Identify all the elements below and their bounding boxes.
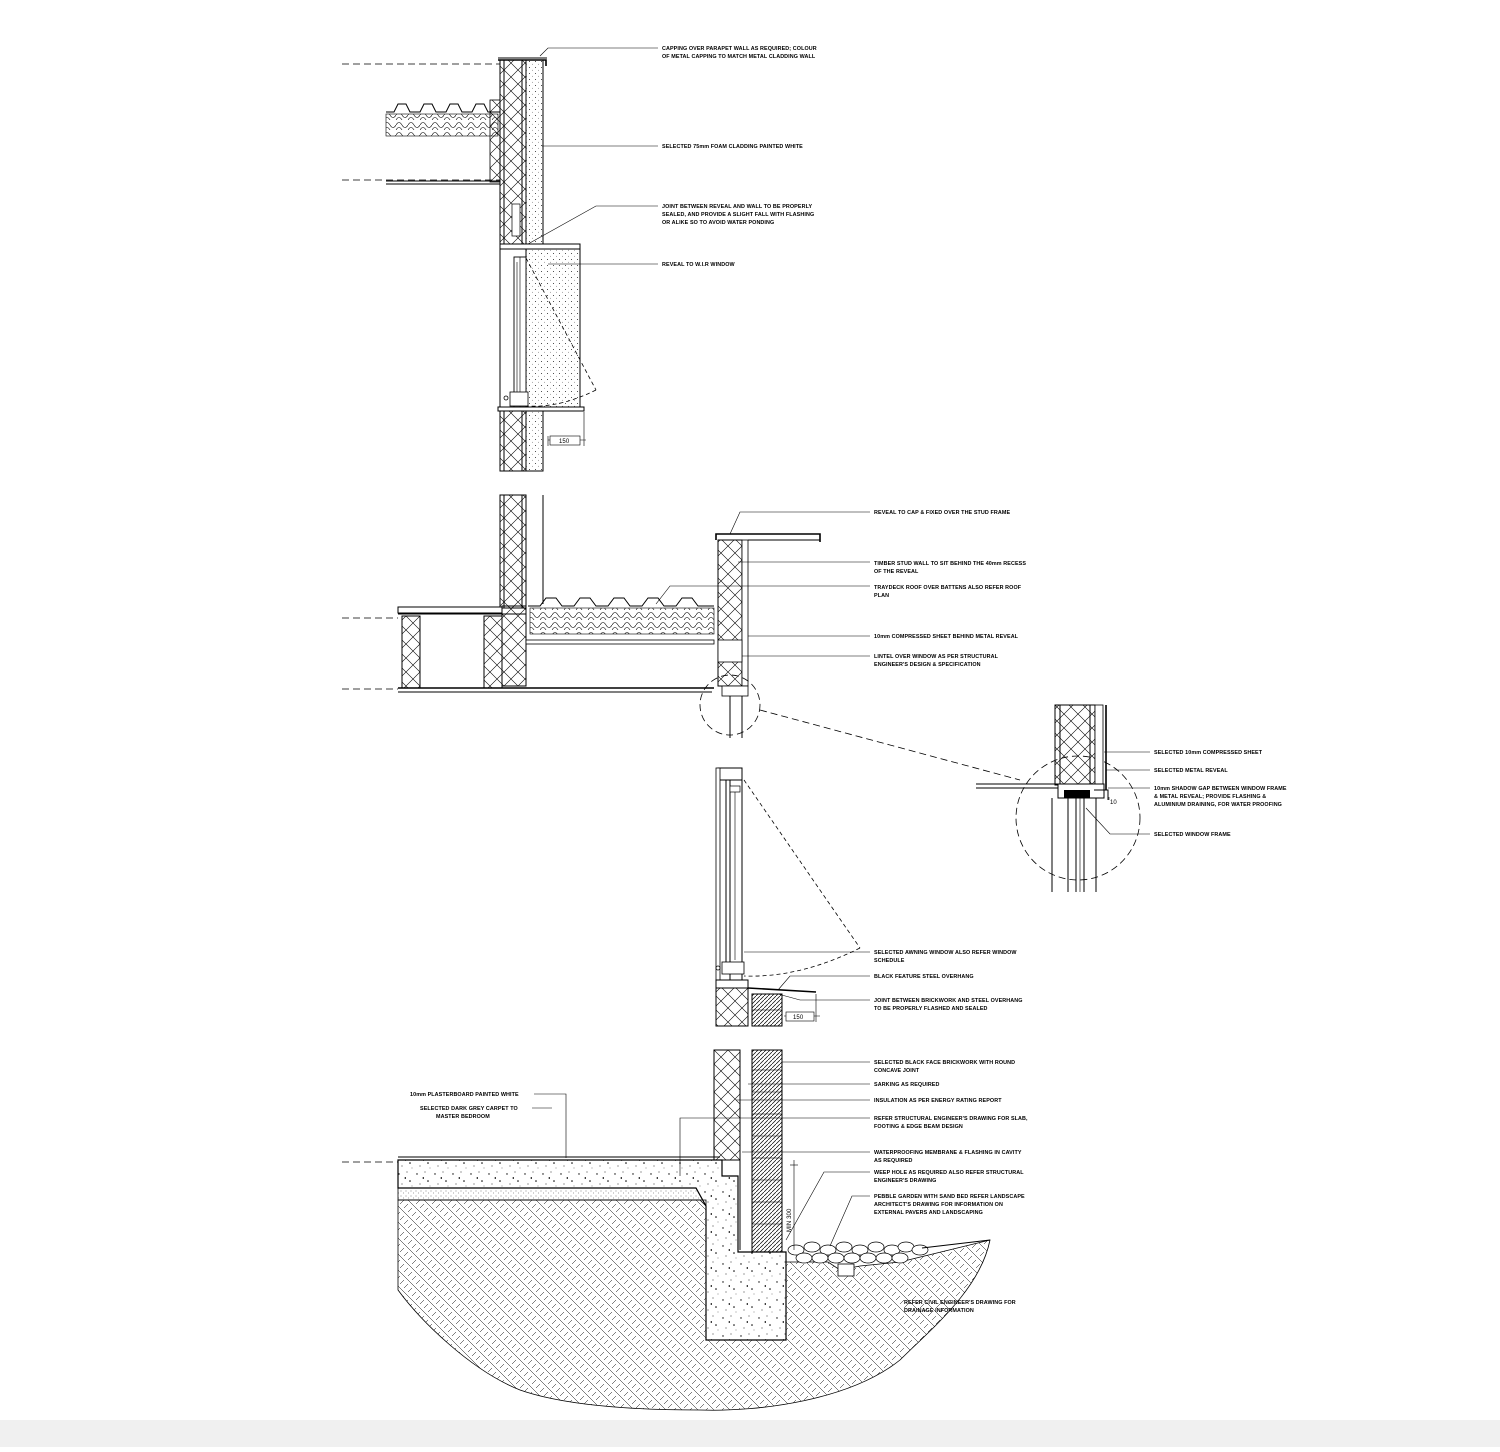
callout-detail-frame: SELECTED WINDOW FRAME: [1154, 832, 1231, 838]
callout-detail-reveal-line-1: SELECTED METAL REVEAL: [1154, 768, 1228, 774]
callout-brickwork: SELECTED BLACK FACE BRICKWORK WITH ROUND…: [874, 1060, 1015, 1074]
callout-traydeck-line-2: PLAN: [874, 593, 889, 599]
callout-joint: JOINT BETWEEN REVEAL AND WALL TO BE PROP…: [662, 204, 814, 226]
callout-detail-frame-line-1: SELECTED WINDOW FRAME: [1154, 832, 1231, 838]
callout-sarking-line-1: SARKING AS REQUIRED: [874, 1082, 940, 1088]
callout-joint-line-2: SEALED, AND PROVIDE A SLIGHT FALL WITH F…: [662, 212, 814, 218]
callout-weep-line-1: WEEP HOLE AS REQUIRED ALSO REFER STRUCTU…: [874, 1170, 1024, 1176]
bottom-bar: [0, 1420, 1500, 1447]
callout-structural-line-2: FOOTING & EDGE BEAM DESIGN: [874, 1124, 963, 1130]
callout-brick-joint-line-2: TO BE PROPERLY FLASHED AND SEALED: [874, 1006, 988, 1012]
callout-cladding-line-1: SELECTED 75mm FOAM CLADDING PAINTED WHIT…: [662, 144, 803, 150]
dimension-vertical: MIN 300: [787, 1208, 793, 1232]
callout-detail-gap-line-1: 10mm SHADOW GAP BETWEEN WINDOW FRAME: [1154, 786, 1287, 792]
callout-carpet: SELECTED DARK GREY CARPET TO MASTER BEDR…: [420, 1106, 518, 1120]
callout-weep: WEEP HOLE AS REQUIRED ALSO REFER STRUCTU…: [874, 1170, 1024, 1184]
top-section: 150: [385, 57, 597, 472]
callout-timber-stud: TIMBER STUD WALL TO SIT BEHIND THE 40mm …: [874, 561, 1026, 575]
middle-section: [397, 494, 821, 738]
callout-compressed-sheet-line-1: 10mm COMPRESSED SHEET BEHIND METAL REVEA…: [874, 634, 1019, 640]
detail-leader: [759, 709, 1021, 781]
callout-civil: REFER CIVIL ENGINEER'S DRAWING FOR DRAIN…: [904, 1300, 1016, 1314]
brick-courses: [752, 1069, 782, 1225]
callout-insulation-line-1: INSULATION AS PER ENERGY RATING REPORT: [874, 1098, 1002, 1104]
callout-detail-gap-line-2: & METAL REVEAL; PROVIDE FLASHING &: [1154, 794, 1266, 800]
callout-brickwork-line-2: CONCAVE JOINT: [874, 1068, 920, 1074]
callout-civil-line-1: REFER CIVIL ENGINEER'S DRAWING FOR: [904, 1300, 1016, 1306]
callout-cladding: SELECTED 75mm FOAM CLADDING PAINTED WHIT…: [662, 144, 803, 150]
callout-traydeck-line-1: TRAYDECK ROOF OVER BATTENS ALSO REFER RO…: [874, 585, 1022, 591]
pebble-garden: [787, 1241, 929, 1277]
callout-detail-gap-line-3: ALUMINIUM DRAINING, FOR WATER PROOFING: [1154, 802, 1282, 808]
callout-lintel: LINTEL OVER WINDOW AS PER STRUCTURAL ENG…: [874, 654, 999, 668]
callout-steel-overhang: BLACK FEATURE STEEL OVERHANG: [874, 974, 974, 980]
callout-awning-line-2: SCHEDULE: [874, 958, 905, 964]
callout-lintel-line-2: ENGINEER'S DESIGN & SPECIFICATION: [874, 662, 981, 668]
bottom-section: MIN 300: [397, 1049, 991, 1411]
callout-weep-line-2: ENGINEER'S DRAWING: [874, 1178, 936, 1184]
callout-civil-line-2: DRAINAGE INFORMATION: [904, 1308, 974, 1314]
dimension-top: 150: [559, 439, 570, 445]
callout-parapet-line-1: CAPPING OVER PARAPET WALL AS REQUIRED; C…: [662, 46, 817, 52]
callout-detail-gap: 10mm SHADOW GAP BETWEEN WINDOW FRAME & M…: [1154, 786, 1287, 808]
dimension-middle: 150: [793, 1015, 804, 1021]
awning-window-section: 150: [715, 767, 861, 1027]
callout-detail-sheet: SELECTED 10mm COMPRESSED SHEET: [1154, 750, 1263, 756]
leader-lines: [527, 47, 1150, 1247]
callout-waterproofing: WATERPROOFING MEMBRANE & FLASHING IN CAV…: [874, 1150, 1022, 1164]
callout-carpet-line-2: MASTER BEDROOM: [436, 1114, 490, 1120]
callout-waterproofing-line-1: WATERPROOFING MEMBRANE & FLASHING IN CAV…: [874, 1150, 1022, 1156]
callout-reveal-wir-line-1: REVEAL TO W.I.R WINDOW: [662, 262, 735, 268]
callout-joint-line-3: OR ALIKE SO TO AVOID WATER PONDING: [662, 220, 774, 226]
callout-insulation: INSULATION AS PER ENERGY RATING REPORT: [874, 1098, 1002, 1104]
callout-pebble-line-2: ARCHITECT'S DRAWING FOR INFORMATION ON: [874, 1202, 1003, 1208]
callout-joint-line-1: JOINT BETWEEN REVEAL AND WALL TO BE PROP…: [662, 204, 812, 210]
callout-plasterboard: 10mm PLASTERBOARD PAINTED WHITE: [410, 1092, 519, 1098]
callout-lintel-line-1: LINTEL OVER WINDOW AS PER STRUCTURAL: [874, 654, 999, 660]
callout-brick-joint: JOINT BETWEEN BRICKWORK AND STEEL OVERHA…: [874, 998, 1023, 1012]
callout-carpet-line-1: SELECTED DARK GREY CARPET TO: [420, 1106, 518, 1112]
detail-bubble: 10: [976, 704, 1141, 892]
callout-reveal-wir: REVEAL TO W.I.R WINDOW: [662, 262, 735, 268]
callout-pebble: PEBBLE GARDEN WITH SAND BED REFER LANDSC…: [874, 1194, 1025, 1216]
callout-waterproofing-line-2: AS REQUIRED: [874, 1158, 913, 1164]
callout-structural-line-1: REFER STRUCTURAL ENGINEER'S DRAWING FOR …: [874, 1116, 1028, 1122]
callout-parapet-line-2: OF METAL CAPPING TO MATCH METAL CLADDING…: [662, 54, 816, 60]
callout-timber-stud-line-2: OF THE REVEAL: [874, 569, 919, 575]
callout-pebble-line-1: PEBBLE GARDEN WITH SAND BED REFER LANDSC…: [874, 1194, 1025, 1200]
callout-brick-joint-line-1: JOINT BETWEEN BRICKWORK AND STEEL OVERHA…: [874, 998, 1023, 1004]
callout-detail-reveal: SELECTED METAL REVEAL: [1154, 768, 1228, 774]
callout-pebble-line-3: EXTERNAL PAVERS AND LANDSCAPING: [874, 1210, 983, 1216]
callout-timber-stud-line-1: TIMBER STUD WALL TO SIT BEHIND THE 40mm …: [874, 561, 1026, 567]
callout-awning: SELECTED AWNING WINDOW ALSO REFER WINDOW…: [874, 950, 1017, 964]
callout-awning-line-1: SELECTED AWNING WINDOW ALSO REFER WINDOW: [874, 950, 1017, 956]
callout-reveal-cap-line-1: REVEAL TO CAP & FIXED OVER THE STUD FRAM…: [874, 510, 1010, 516]
callout-steel-overhang-line-1: BLACK FEATURE STEEL OVERHANG: [874, 974, 974, 980]
dimension-detail: 10: [1110, 800, 1117, 806]
level-lines: [342, 63, 500, 1163]
callout-brickwork-line-1: SELECTED BLACK FACE BRICKWORK WITH ROUND: [874, 1060, 1015, 1066]
callout-traydeck: TRAYDECK ROOF OVER BATTENS ALSO REFER RO…: [874, 585, 1022, 599]
callout-structural: REFER STRUCTURAL ENGINEER'S DRAWING FOR …: [874, 1116, 1028, 1130]
callout-sarking: SARKING AS REQUIRED: [874, 1082, 940, 1088]
callout-detail-sheet-line-1: SELECTED 10mm COMPRESSED SHEET: [1154, 750, 1263, 756]
callout-plasterboard-line-1: 10mm PLASTERBOARD PAINTED WHITE: [410, 1092, 519, 1098]
callout-reveal-cap: REVEAL TO CAP & FIXED OVER THE STUD FRAM…: [874, 510, 1010, 516]
callout-parapet: CAPPING OVER PARAPET WALL AS REQUIRED; C…: [662, 46, 817, 60]
callout-compressed-sheet: 10mm COMPRESSED SHEET BEHIND METAL REVEA…: [874, 634, 1019, 640]
